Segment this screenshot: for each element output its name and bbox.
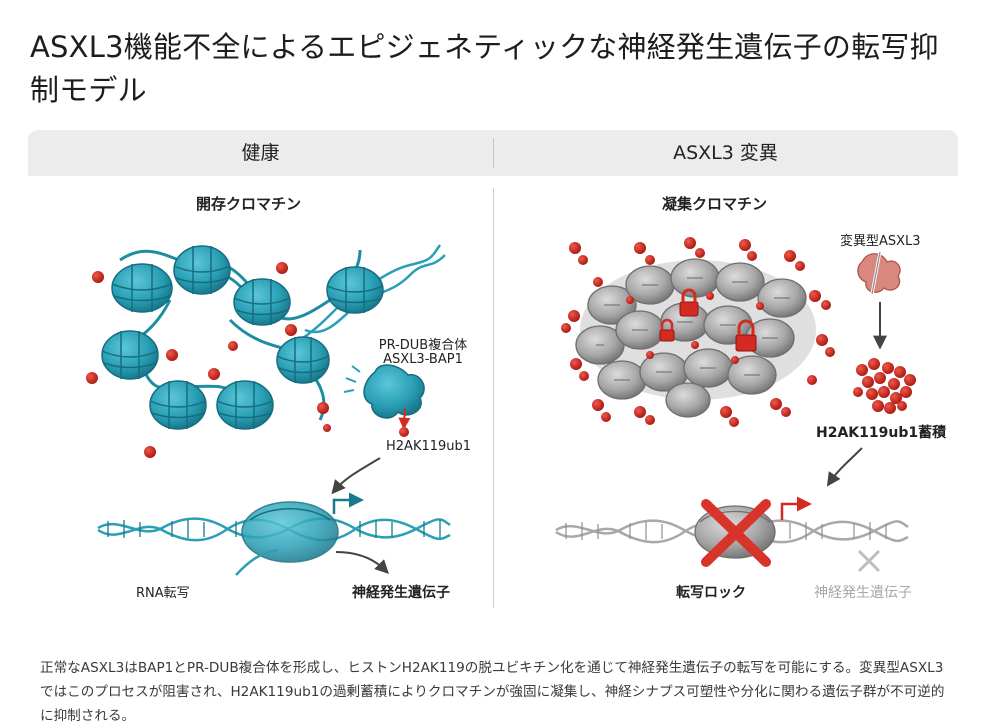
pr-dub-label: PR-DUB複合体 (378, 338, 468, 353)
mutant-asxl3-label: 変異型ASXL3 (840, 234, 921, 249)
figure-caption: 正常なASXL3はBAP1とPR-DUB複合体を形成し、ヒストンH2AK119の… (40, 660, 945, 724)
asxl3-bap1-label: ASXL3-BAP1 (383, 352, 463, 367)
silenced-gene-label: 神経発生遺伝子 (814, 585, 912, 601)
header-separator (493, 138, 494, 168)
transcription-dna-healthy (97, 492, 451, 576)
h2ak119ub1-accumulation-label: H2AK119ub1蓄積 (816, 425, 947, 441)
gene-off-cross-icon (858, 550, 880, 572)
condensed-chromatin-label: 凝集クロマチン (662, 195, 768, 213)
transcription-dna-blocked (555, 496, 909, 572)
panel-divider (493, 188, 494, 608)
h2ak119ub1-pile (853, 358, 916, 414)
block-cross-icon (701, 499, 771, 567)
page-title: ASXL3機能不全によるエピジェネティックな神経発生遺伝子の転写抑制モデル (30, 30, 939, 107)
ubiquitin-marks-healthy (86, 262, 331, 458)
panel-header-bar: 健康 ASXL3 変異 (28, 130, 958, 176)
arrow-to-lock (826, 447, 863, 487)
condensed-chromatin-illustration (555, 237, 916, 572)
grey-nucleosome-cluster (575, 258, 816, 418)
open-chromatin-illustration (86, 244, 451, 576)
lock-icon (659, 288, 757, 352)
ubiquitin-marks-mutant (561, 237, 835, 427)
transcription-lock-label: 転写ロック (676, 585, 746, 601)
pr-dub-complex (343, 364, 425, 437)
mutant-asxl3-protein (857, 251, 901, 350)
rna-transcription-label: RNA転写 (136, 586, 190, 601)
arrow-to-transcription (331, 457, 381, 495)
h2ak119ub1-label: H2AK119ub1 (386, 439, 472, 454)
healthy-header: 健康 (241, 142, 280, 164)
mutant-header: ASXL3 変異 (673, 142, 778, 164)
neurodevelopmental-gene-label: 神経発生遺伝子 (352, 585, 450, 601)
open-chromatin-label: 開存クロマチン (196, 195, 302, 213)
diagram-canvas (86, 237, 916, 576)
teal-nucleosomes (101, 245, 384, 430)
